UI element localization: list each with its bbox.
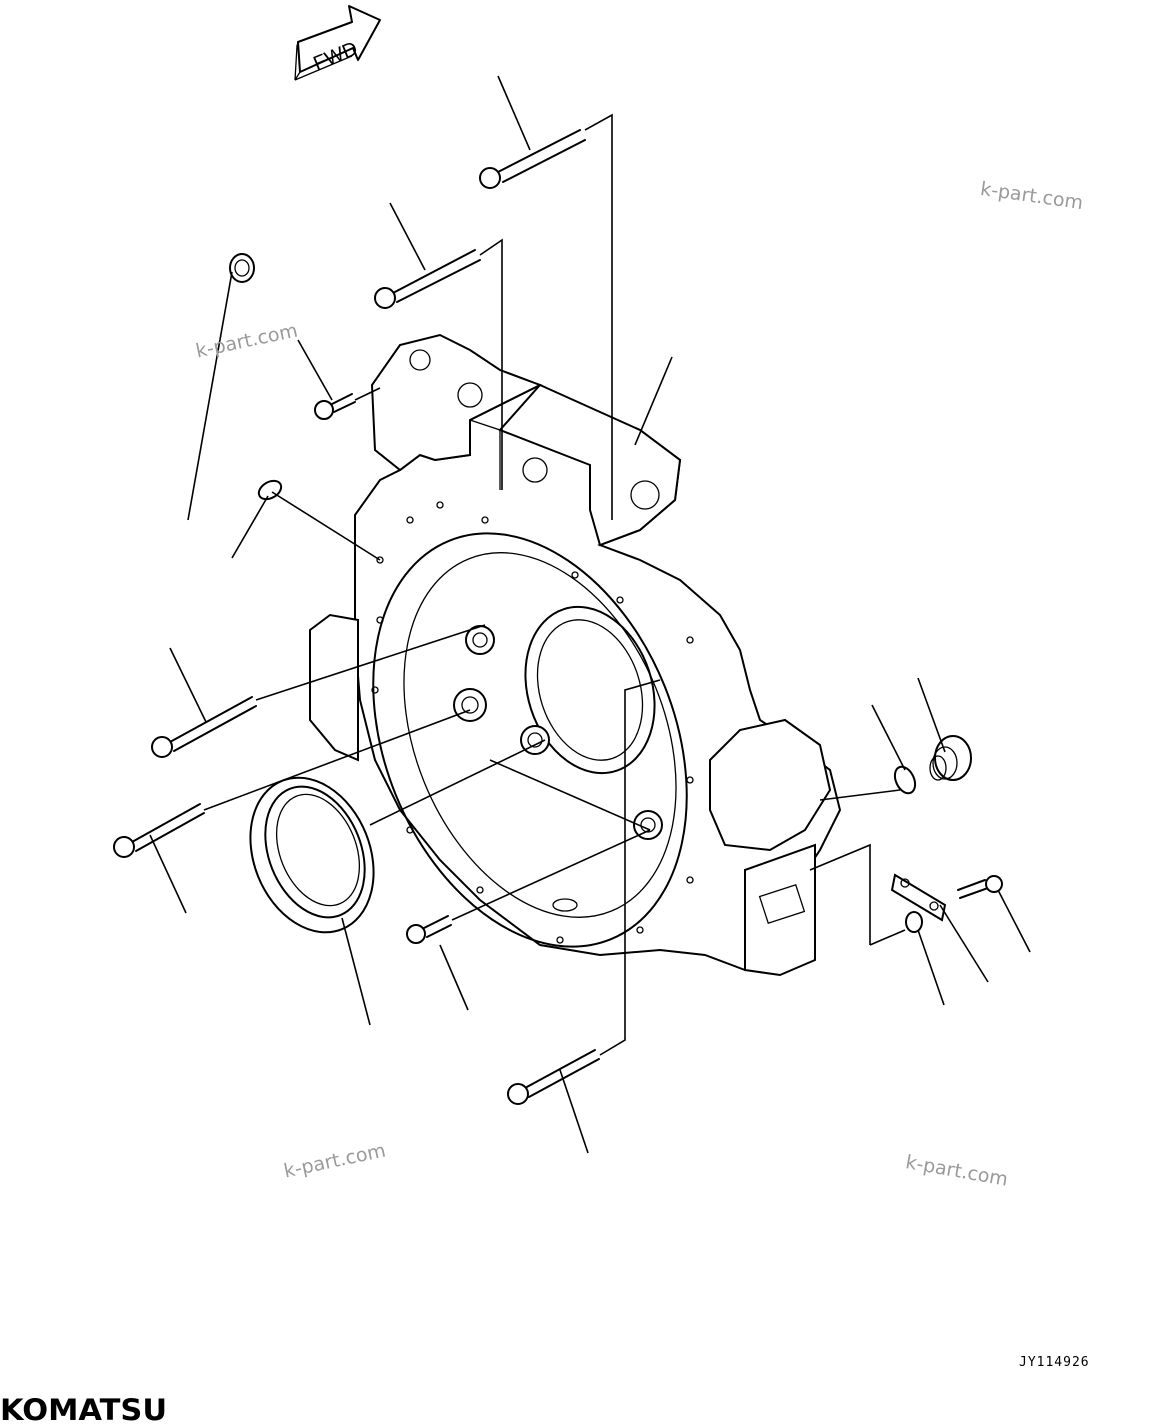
fwd-arrow-icon: FWD xyxy=(294,5,381,81)
long-bolt-lower xyxy=(113,803,205,858)
bolt-holes xyxy=(371,501,694,944)
plug-right xyxy=(929,735,972,781)
long-bolt-mid xyxy=(151,696,257,758)
komatsu-logo: KOMATSU xyxy=(0,1393,168,1427)
drawing-code: JY114926 xyxy=(1019,1355,1090,1370)
short-bolt-lower xyxy=(406,915,452,944)
fwd-label: FWD xyxy=(310,38,360,75)
short-bolt-upper xyxy=(314,393,356,420)
oil-seal xyxy=(249,776,375,934)
washer xyxy=(905,911,923,933)
leader-lines xyxy=(149,75,1031,1154)
small-bolt-right xyxy=(957,875,1003,899)
flywheel-housing xyxy=(309,333,842,977)
o-ring-right xyxy=(893,765,917,795)
o-ring-left xyxy=(257,479,283,501)
bracket-plate xyxy=(890,873,947,922)
long-bolt-bottom xyxy=(507,1049,600,1105)
plug-left xyxy=(229,253,255,283)
long-bolt-upper xyxy=(374,249,481,309)
long-bolt-top xyxy=(479,129,586,189)
